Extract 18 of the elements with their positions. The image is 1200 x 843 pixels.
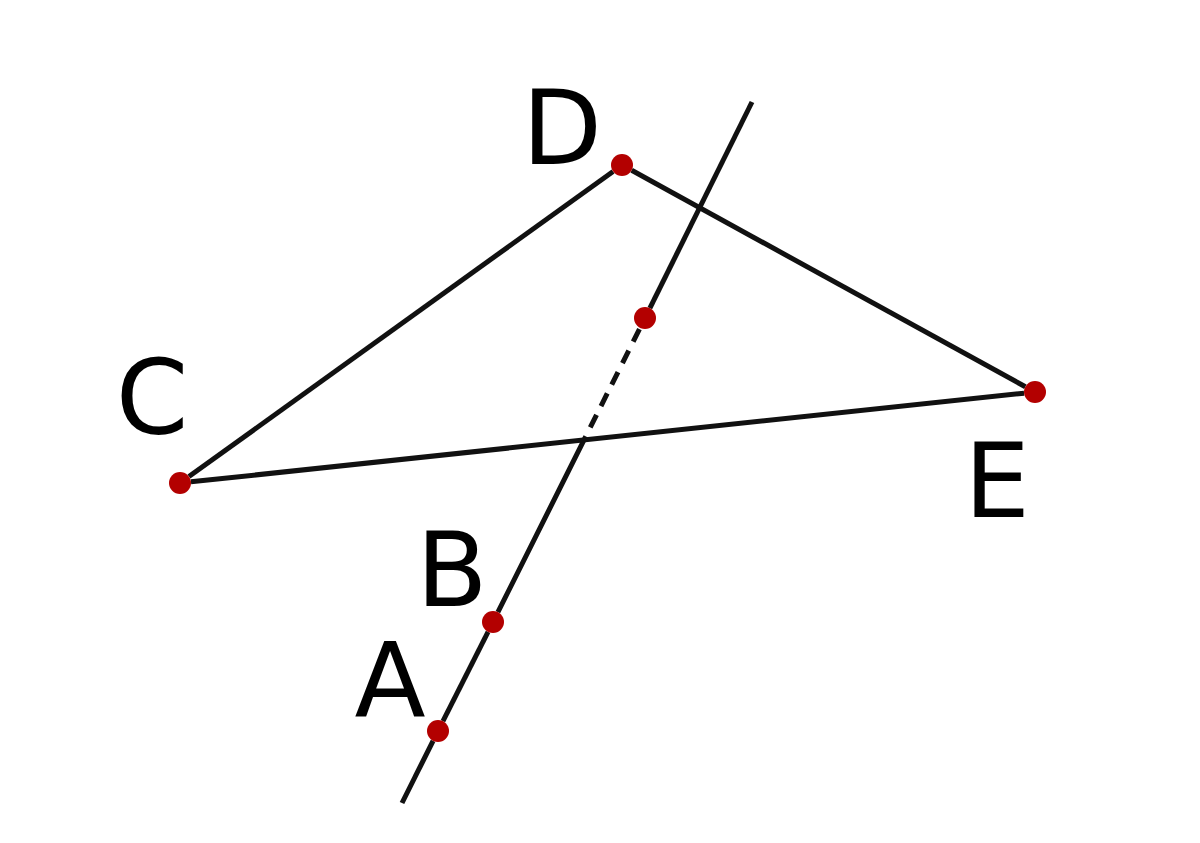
line-segment: [440, 630, 491, 723]
point-label: C: [115, 346, 189, 450]
point-dot: [482, 611, 504, 633]
point-dot: [169, 472, 191, 494]
point-dot: [634, 307, 656, 329]
line-segment: [630, 168, 1027, 389]
point-label: E: [964, 429, 1030, 533]
line-segment: [647, 100, 755, 310]
line-segment: [190, 390, 1025, 485]
point-label: B: [416, 518, 488, 622]
line-segment: [495, 326, 643, 614]
point-label: A: [354, 628, 426, 732]
point-dot: [1024, 381, 1046, 403]
point-dot: [427, 720, 449, 742]
point-dot: [611, 154, 633, 176]
line-segment: [399, 739, 436, 805]
point-label: D: [521, 76, 603, 180]
line-segment: [187, 169, 615, 479]
